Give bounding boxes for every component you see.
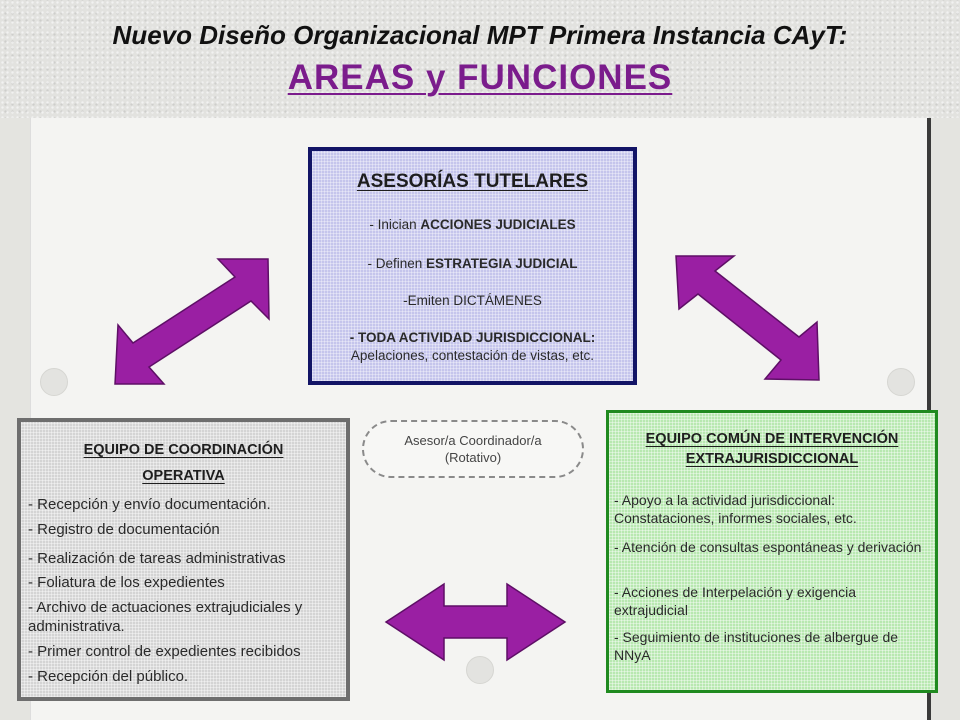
coordinador-line2: (Rotativo) [444, 450, 502, 465]
coordinacion-title-line1: EQUIPO DE COORDINACIÓN [83, 442, 284, 458]
asesorias-line-dictamenes: -Emiten DICTÁMENES [403, 293, 542, 308]
faint-circle-decoration [887, 368, 915, 396]
intervencion-item: - Acciones de Interpelación y exigencia … [614, 584, 857, 618]
asesorias-line-actividad: - TODA ACTIVIDAD JURISDICCIONAL: [349, 330, 596, 345]
intervencion-title-line1: EQUIPO COMÚN DE INTERVENCIÓN [645, 431, 899, 447]
coordinacion-title-line2: OPERATIVA [142, 468, 225, 484]
intervencion-item: - Atención de consultas espontáneas y de… [614, 539, 922, 555]
header-background [0, 0, 960, 118]
page-title: Nuevo Diseño Organizacional MPT Primera … [112, 20, 848, 50]
asesorias-line-estrategia: - Definen ESTRATEGIA JUDICIAL [367, 256, 578, 271]
asesorias-line-acciones: - Inician ACCIONES JUDICIALES [369, 217, 576, 232]
faint-circle-decoration [466, 656, 494, 684]
page-subtitle: AREAS y FUNCIONES [287, 58, 673, 97]
asesorias-line-apelaciones: Apelaciones, contestación de vistas, etc… [350, 348, 595, 363]
coordinacion-item: - Recepción y envío documentación. [28, 496, 271, 513]
coordinacion-item: - Recepción del público. [28, 668, 189, 685]
intervencion-extrajurisdiccional-box: EQUIPO COMÚN DE INTERVENCIÓN EXTRAJURISD… [606, 410, 938, 693]
asesor-coordinador-pill: Asesor/a Coordinador/a (Rotativo) [362, 420, 584, 478]
intervencion-item: - Apoyo a la actividad jurisdiccional: C… [614, 492, 857, 526]
coordinador-line1: Asesor/a Coordinador/a [404, 433, 542, 448]
coordinacion-operativa-box: EQUIPO DE COORDINACIÓN OPERATIVA - Recep… [17, 418, 350, 701]
intervencion-title-line2: EXTRAJURISDICCIONAL [685, 451, 859, 467]
intervencion-item: - Seguimiento de instituciones de alberg… [614, 629, 899, 663]
coordinacion-item: - Realización de tareas administrativas [28, 550, 286, 567]
coordinacion-item: - Registro de documentación [28, 521, 220, 538]
asesorias-title: ASESORÍAS TUTELARES [356, 171, 589, 192]
coordinacion-item: - Foliatura de los expedientes [28, 574, 225, 591]
asesorias-tutelares-box: ASESORÍAS TUTELARES - Inician ACCIONES J… [308, 147, 637, 385]
coordinacion-item: - Archivo de actuaciones extrajudiciales… [28, 599, 303, 635]
coordinacion-item: - Primer control de expedientes recibido… [28, 643, 301, 660]
faint-circle-decoration [40, 368, 68, 396]
